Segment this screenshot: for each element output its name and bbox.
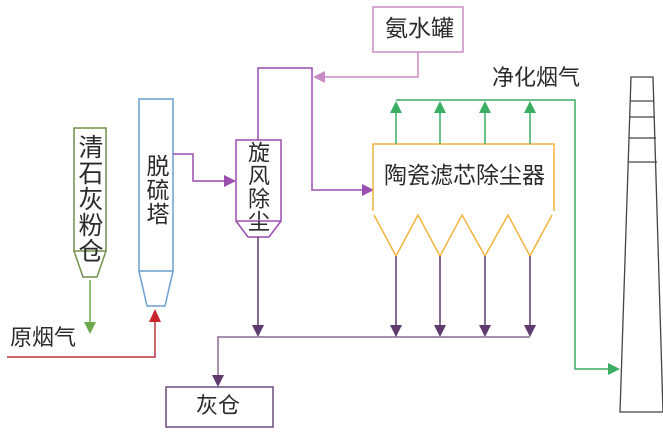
ash-arrowhead <box>524 325 536 337</box>
tower-to-cyclone-duct <box>173 153 236 187</box>
lime-silo-body <box>73 127 107 252</box>
raw-flue-gas-label: 原烟气 <box>10 326 77 351</box>
ceramic-filter-body <box>372 143 555 211</box>
tower-to-cyclone-arrowhead <box>224 175 236 187</box>
clean-gas-to-chimney-arrowhead <box>608 363 620 375</box>
ash-silo-label: 灰仓 <box>196 394 241 419</box>
clean-flue-gas-label: 净化烟气 <box>492 66 581 91</box>
cyclone-label: 旋风除尘 <box>244 141 269 233</box>
desulfurization-tower-body <box>138 98 174 272</box>
clean-gas-to-chimney-line <box>396 99 609 370</box>
raw-flue-gas-arrowhead <box>149 309 161 322</box>
lime-silo-hopper <box>73 250 107 278</box>
ash-arrowhead <box>434 325 446 337</box>
chimney <box>619 76 663 413</box>
ceramic-filter-hoppers <box>373 213 553 258</box>
clean-gas-outlets <box>390 99 620 375</box>
lime-silo <box>73 127 107 278</box>
cyclone-to-filter-duct <box>257 67 374 196</box>
ceramic-filter-label: 陶瓷滤芯除尘器 <box>384 163 545 189</box>
lime-silo-label: 清石灰粉仓 <box>75 134 104 264</box>
clean-gas-arrowhead <box>390 101 402 113</box>
clean-gas-arrowhead <box>479 101 491 113</box>
ash-silo-box <box>165 386 274 428</box>
ceramic-filter <box>372 143 555 258</box>
desulfurization-tower <box>138 98 174 307</box>
ash-arrowhead <box>479 325 491 337</box>
clean-gas-arrowhead <box>434 101 446 113</box>
clean-gas-arrowhead <box>524 101 536 113</box>
desulfurization-tower-hopper <box>138 270 174 307</box>
ash-collector-line <box>217 336 530 376</box>
cyclone-to-filter-arrowhead <box>362 184 374 196</box>
ammonia-injection-line <box>313 52 419 83</box>
ash-arrowhead <box>252 325 264 337</box>
ash-arrowhead <box>390 325 402 337</box>
chimney-outline <box>619 76 663 413</box>
ammonia-arrowhead <box>313 71 325 83</box>
raw-flue-gas-line <box>7 309 161 358</box>
lime-feed-arrow <box>84 280 96 334</box>
lime-feed-arrowhead <box>84 322 96 334</box>
ash-silo-arrowhead <box>212 375 224 387</box>
desulfurization-tower-label: 脱硫塔 <box>142 154 168 226</box>
ash-lines <box>212 237 536 387</box>
ammonia-tank-label: 氨水罐 <box>385 16 454 42</box>
